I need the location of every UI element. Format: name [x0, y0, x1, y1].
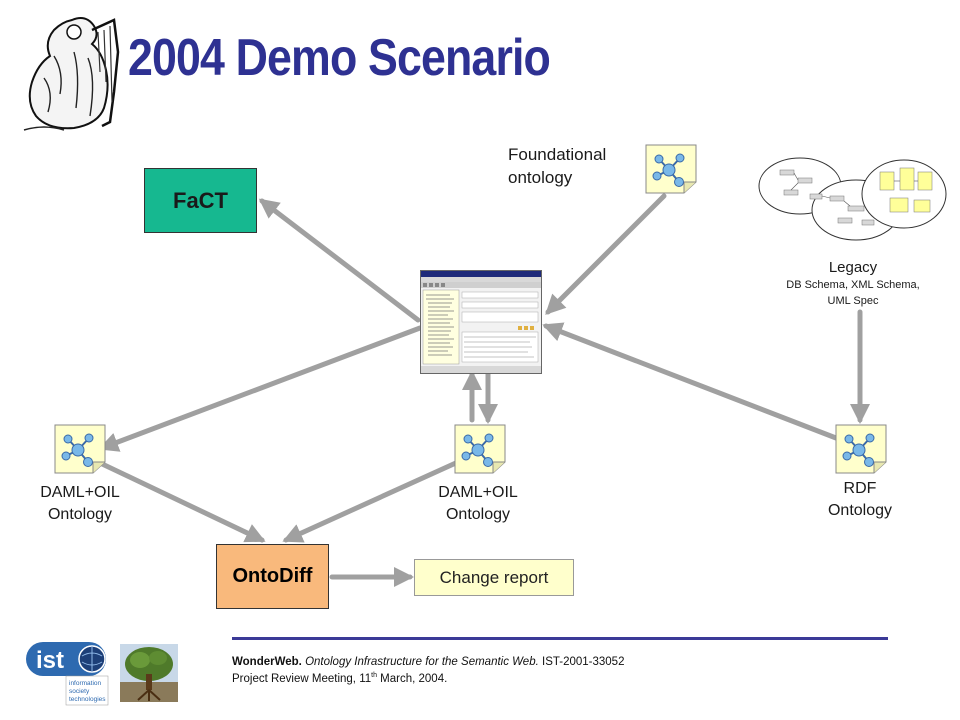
- footer-grant: IST-2001-33052: [542, 656, 625, 668]
- ist-logo-sub2: society: [69, 688, 90, 695]
- ontology-icon-rdf: [835, 424, 887, 474]
- ist-logo-sub1: information: [69, 680, 102, 687]
- label-daml-left: DAML+OIL Ontology: [20, 482, 140, 525]
- footer-text: WonderWeb. Ontology Infrastructure for t…: [232, 654, 624, 687]
- tree-logo: [120, 644, 178, 702]
- label-foundational-line1: Foundational: [508, 145, 607, 164]
- label-legacy-title: Legacy: [828, 259, 878, 276]
- label-legacy: Legacy DB Schema, XML Schema, UML Spec: [760, 258, 946, 309]
- arrow-editor-fact: [258, 198, 421, 323]
- label-rdf-line1: RDF: [843, 480, 877, 497]
- footer-line1: WonderWeb. Ontology Infrastructure for t…: [232, 654, 624, 671]
- arrow-daml-center-ontodiff: [282, 459, 461, 543]
- footer-org: WonderWeb.: [232, 656, 302, 668]
- label-rdf-line2: Ontology: [827, 501, 893, 519]
- footer-meeting-prefix: Project Review Meeting, 11: [232, 672, 372, 685]
- arrow-foundational-editor: [545, 193, 667, 315]
- label-legacy-sub2: UML Spec: [827, 294, 879, 307]
- ontodiff-box: OntoDiff: [216, 544, 329, 609]
- ontology-icon-daml-center: [454, 424, 506, 474]
- label-foundational-line2: ontology: [508, 167, 573, 187]
- label-daml-left-line2: Ontology: [47, 505, 113, 523]
- label-rdf: RDF Ontology: [800, 478, 920, 521]
- ist-logo-sub3: technologies: [69, 696, 106, 703]
- ontology-icon-daml-left: [54, 424, 106, 474]
- ontology-editor-screenshot: [420, 270, 542, 374]
- change-report-box: Change report: [414, 559, 574, 596]
- label-daml-center: DAML+OIL Ontology: [418, 482, 538, 525]
- label-daml-center-line2: Ontology: [445, 505, 511, 523]
- fact-box: FaCT: [144, 168, 257, 233]
- ontology-icon-foundational: [645, 144, 697, 194]
- arrow-editor-daml-left: [98, 325, 423, 452]
- ist-logo-text: ist: [36, 647, 64, 674]
- label-foundational-ontology: Foundational ontology: [508, 144, 606, 190]
- label-daml-center-line1: DAML+OIL: [438, 484, 518, 501]
- arrow-rdf-editor: [542, 322, 839, 441]
- label-daml-left-line1: DAML+OIL: [40, 484, 120, 501]
- footer-meeting-sup: th: [371, 671, 377, 679]
- footer-divider: [232, 637, 888, 640]
- footer-project: Ontology Infrastructure for the Semantic…: [305, 656, 539, 668]
- label-legacy-sub1: DB Schema, XML Schema,: [786, 279, 920, 292]
- footer-line2: Project Review Meeting, 11th March, 2004…: [232, 671, 624, 688]
- page-title: 2004 Demo Scenario: [128, 29, 551, 87]
- footer-meeting-suffix: March, 2004.: [376, 672, 448, 685]
- legacy-diagrams: [758, 157, 947, 241]
- arrow-daml-left-ontodiff: [95, 459, 266, 543]
- ist-logo: ist information society technologies: [26, 642, 109, 706]
- alice-illustration: [23, 17, 120, 131]
